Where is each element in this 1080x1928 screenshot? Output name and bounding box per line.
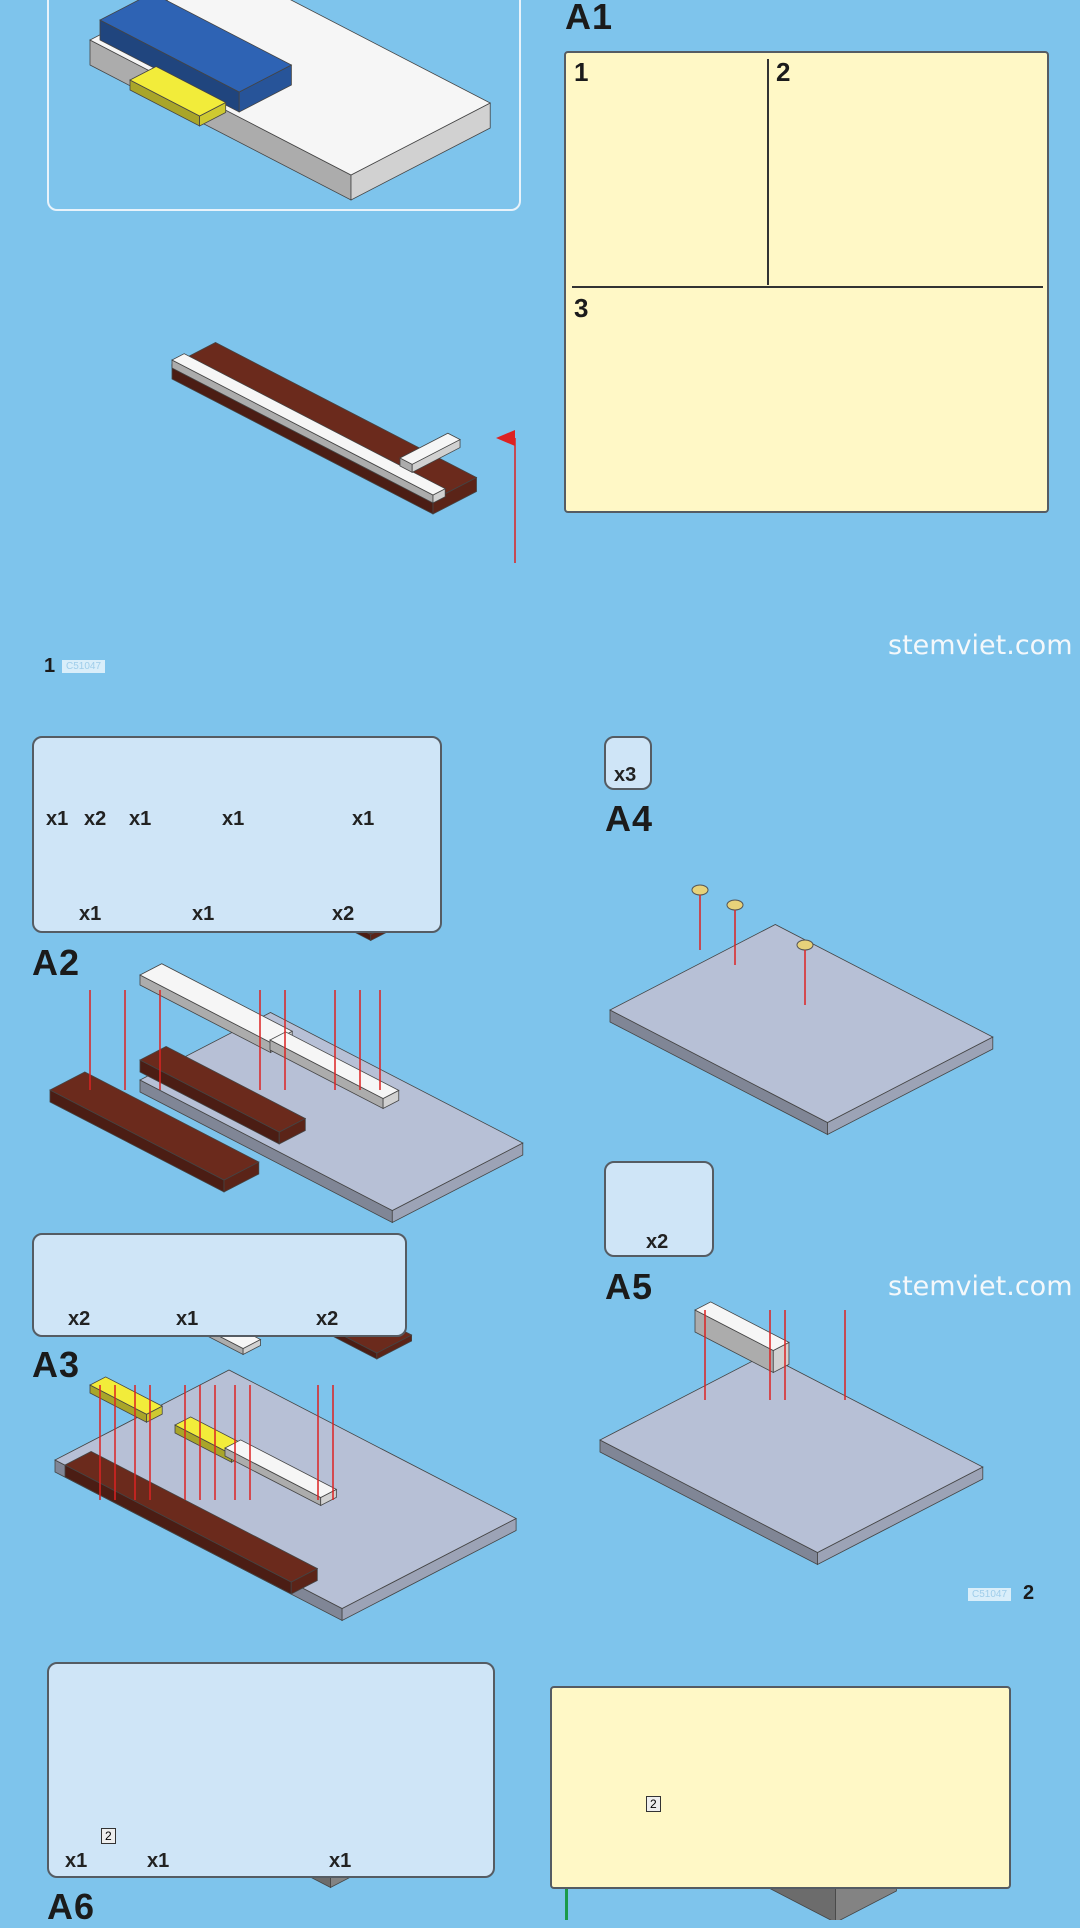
finished-model-frame xyxy=(47,0,521,211)
part-count: x1 xyxy=(79,903,102,925)
part-count: x1 xyxy=(329,1850,352,1872)
connector-line xyxy=(565,1889,568,1920)
part-count: x1 xyxy=(222,808,245,830)
part-count: x1 xyxy=(129,808,152,830)
part-count: x2 xyxy=(332,903,355,925)
round-plate-part xyxy=(691,884,709,896)
a2-brown xyxy=(139,1046,307,1133)
page-code: C51047 xyxy=(968,1588,1012,1601)
step-a6-assembly-panel: 2 xyxy=(550,1686,1011,1889)
step-label-a5: A5 xyxy=(605,1266,654,1307)
a2-gray-base xyxy=(139,1012,524,1211)
part-count: x1 xyxy=(46,808,69,830)
step-label-a6: A6 xyxy=(47,1886,96,1927)
part-count: x2 xyxy=(646,1231,669,1253)
divider-horizontal xyxy=(572,286,1043,288)
step-a6-parts-box: 2 x1 x1 x1 xyxy=(47,1662,495,1878)
a5-white-brick xyxy=(694,1301,790,1351)
step-a4-parts-box: x3 xyxy=(604,736,652,790)
substep-1: 1 xyxy=(574,57,589,87)
axle-length-badge: 2 xyxy=(101,1828,116,1844)
brown-plate-assembly xyxy=(171,342,478,501)
axle-length-badge: 2 xyxy=(646,1796,661,1812)
white-edge xyxy=(399,432,461,465)
step-a3-parts-box: x2 x1 x2 xyxy=(32,1233,407,1337)
step-a5-parts-box: x2 xyxy=(604,1161,714,1257)
part-count: x3 xyxy=(614,764,637,786)
page-code: C51047 xyxy=(62,660,106,673)
substep-3: 3 xyxy=(574,293,589,323)
white-edge xyxy=(171,353,447,496)
watermark: stemviet.com xyxy=(888,1271,1073,1302)
round-plate-part xyxy=(726,899,744,911)
step-label-a3: A3 xyxy=(32,1344,81,1385)
step-label-a4: A4 xyxy=(605,798,654,839)
page-number: 2 xyxy=(1023,1582,1035,1604)
step-a2-parts-box: x1 x2 x1 x1 x1 x1 x1 x2 xyxy=(32,736,442,933)
arrow-icon xyxy=(496,430,515,446)
a3-yellow-plate xyxy=(89,1376,164,1415)
watermark: stemviet.com xyxy=(888,630,1073,661)
finished-model-bench xyxy=(129,66,227,117)
part-count: x1 xyxy=(65,1850,88,1872)
substep-2: 2 xyxy=(776,57,791,87)
part-count: x2 xyxy=(316,1308,339,1330)
part-count: x1 xyxy=(176,1308,199,1330)
white-edge xyxy=(171,359,434,504)
step-label-a2: A2 xyxy=(32,942,81,983)
page-number: 1 xyxy=(44,655,56,677)
part-count: x1 xyxy=(147,1850,170,1872)
a3-brown xyxy=(64,1451,319,1583)
part-count: x2 xyxy=(68,1308,91,1330)
finished-model-roof xyxy=(99,0,293,93)
a5-gray-base xyxy=(599,1354,984,1553)
part-count: x1 xyxy=(192,903,215,925)
a4-gray-base xyxy=(609,924,994,1123)
round-plate-part xyxy=(796,939,814,951)
a2-brown xyxy=(49,1071,260,1181)
a2-white-plate xyxy=(139,963,294,1043)
part-count: x2 xyxy=(84,808,107,830)
step-label-a1: A1 xyxy=(565,0,614,37)
divider-vertical xyxy=(767,59,769,285)
step-a1-panel: 1 2 3 xyxy=(564,51,1049,513)
part-count: x1 xyxy=(352,808,375,830)
